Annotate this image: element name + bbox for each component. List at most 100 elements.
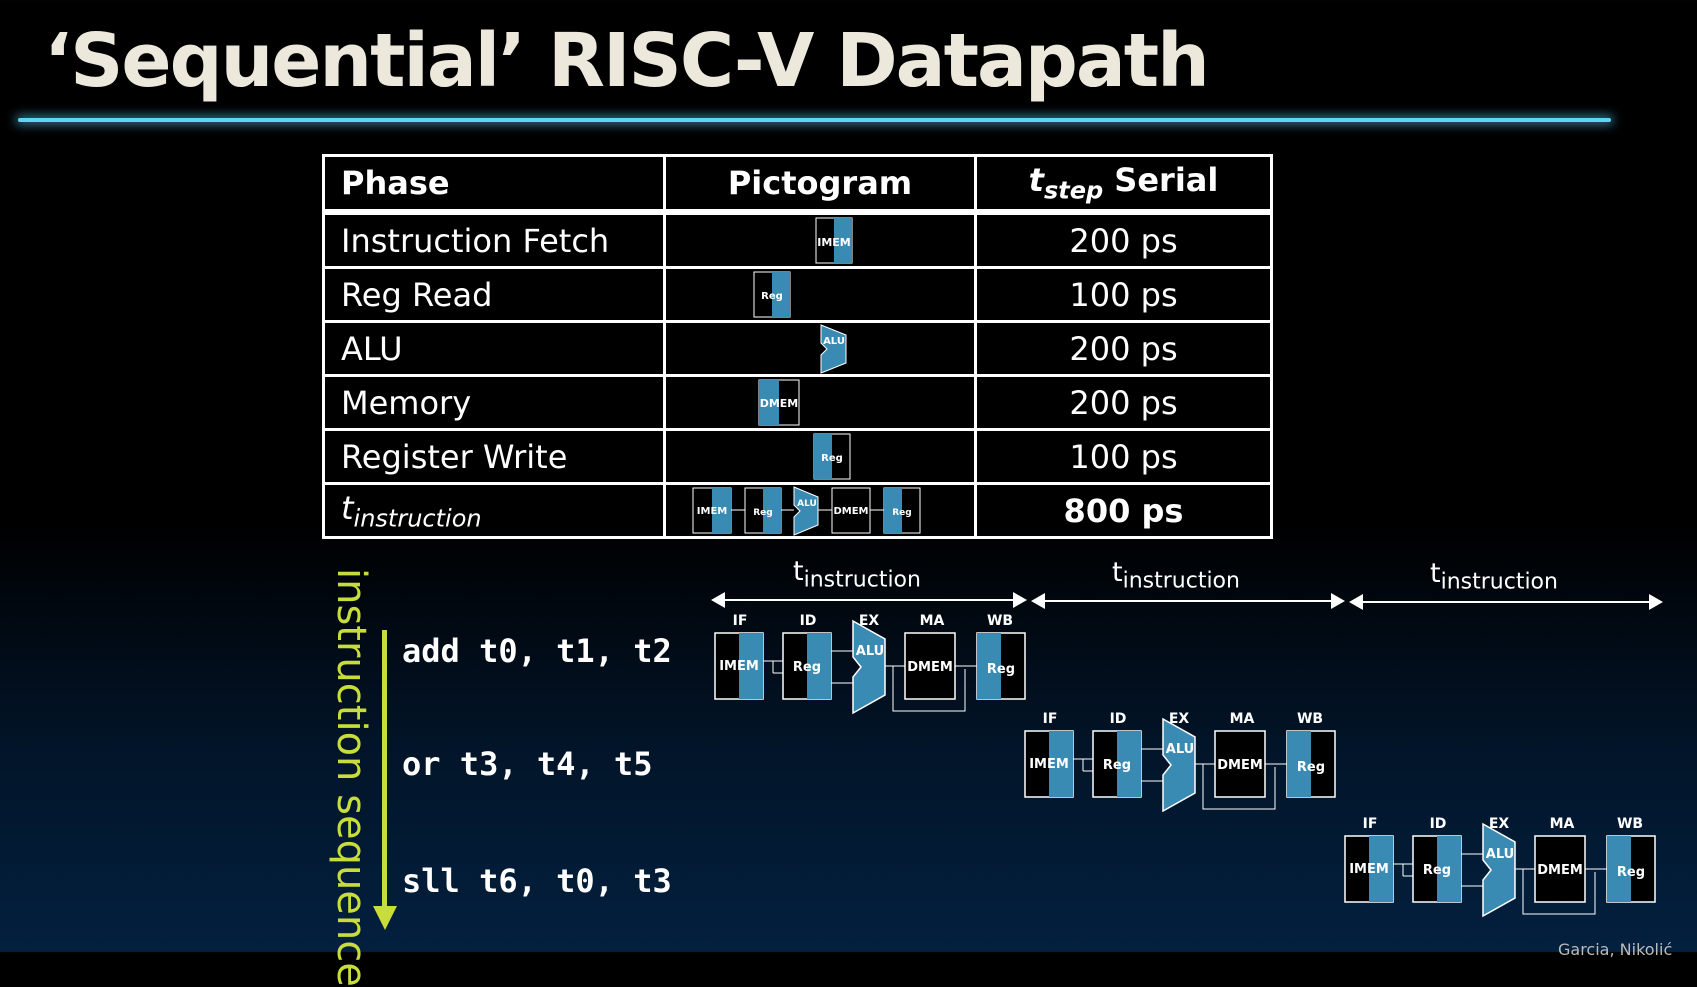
- wb-reg-block: [1286, 730, 1336, 798]
- dmem-block: [1534, 835, 1586, 903]
- dmem-label: DMEM: [760, 397, 799, 410]
- stage-label-id: ID: [1110, 711, 1127, 727]
- instruction-or: or t3, t4, t5: [402, 745, 653, 783]
- alu-label: ALU: [823, 336, 845, 347]
- header-pictogram: Pictogram: [663, 154, 977, 215]
- alu-block: [1162, 717, 1196, 813]
- stage-label-ex: EX: [1489, 816, 1510, 832]
- imem-block: [1024, 730, 1074, 798]
- imem-block-fill: [1369, 836, 1393, 902]
- reg-label: Reg: [1617, 865, 1645, 880]
- phase-table: Phase Pictogram tstep Serial Instruction…: [322, 154, 1273, 539]
- stage-label-ex: EX: [859, 613, 880, 629]
- imem-label: IMEM: [1349, 862, 1389, 877]
- reg-pictogram: Reg: [753, 271, 791, 318]
- reg-write-pictogram: Reg: [813, 433, 851, 480]
- alu-pictogram: ALU: [820, 324, 847, 374]
- timeline-arrow-1: [711, 592, 1027, 608]
- table-row: Memory DMEM 200 ps: [322, 374, 1273, 431]
- header-serial: Serial: [1103, 161, 1219, 200]
- reg-block-fill: [1437, 836, 1461, 902]
- imem-pictogram: IMEM: [815, 217, 853, 264]
- stage-label-id: ID: [800, 613, 817, 629]
- pictogram-cell: IMEM Reg ALU DMEM Reg: [663, 482, 977, 539]
- phase-cell: Instruction Fetch: [322, 210, 666, 269]
- reg-label: Reg: [821, 453, 843, 464]
- wb-reg-block-fill: [977, 633, 1001, 699]
- stage-label-wb: WB: [1297, 711, 1323, 727]
- reg-label: Reg: [761, 291, 783, 302]
- stage-label-ma: MA: [920, 613, 945, 629]
- dmem-label: DMEM: [1217, 758, 1263, 773]
- instruction-add: add t0, t1, t2: [402, 632, 672, 670]
- pictogram-cell: Reg: [663, 266, 977, 323]
- imem-label: IMEM: [719, 659, 759, 674]
- table-row: Instruction Fetch IMEM 200 ps: [322, 210, 1273, 269]
- total-time: 800 ps: [974, 482, 1273, 539]
- dmem-label: DMEM: [1537, 863, 1583, 878]
- table-row: Register Write Reg 100 ps: [322, 428, 1273, 485]
- imem-block-fill: [1049, 731, 1073, 797]
- table-row: ALU ALU 200 ps: [322, 320, 1273, 377]
- time-cell: 100 ps: [974, 428, 1273, 485]
- dmem-block: [1214, 730, 1266, 798]
- reg-label: Reg: [987, 662, 1015, 677]
- alu-label: ALU: [856, 644, 884, 659]
- reg-label: Reg: [1297, 760, 1325, 775]
- reg-label: Reg: [1423, 863, 1451, 878]
- t-sub: instruction: [1440, 569, 1558, 595]
- phase-cell: ALU: [322, 320, 666, 377]
- header-step-sub: step: [1043, 176, 1104, 205]
- credit-text: Garcia, Nikolić: [1558, 940, 1673, 959]
- dmem-label: DMEM: [907, 660, 953, 675]
- phase-cell: Register Write: [322, 428, 666, 485]
- t-label: t: [793, 556, 804, 587]
- wb-reg-block-fill: [1607, 836, 1631, 902]
- sequence-label: instruction sequence: [328, 568, 374, 987]
- reg-label: Reg: [793, 660, 821, 675]
- wire: [1202, 764, 1276, 810]
- header-phase: Phase: [322, 154, 666, 215]
- dmem-block: [904, 632, 956, 700]
- instruction-sll: sll t6, t0, t3: [402, 862, 672, 900]
- alu-label: ALU: [1166, 742, 1194, 757]
- reg-label: Reg: [753, 508, 772, 518]
- alu-label: ALU: [797, 499, 817, 509]
- wire: [892, 666, 966, 712]
- stage-label-if: IF: [1363, 816, 1378, 832]
- alu-block: [852, 619, 886, 715]
- imem-block: [1344, 835, 1394, 903]
- t-sub: instruction: [1122, 568, 1240, 594]
- total-t: t: [341, 488, 354, 527]
- time-cell: 200 ps: [974, 210, 1273, 269]
- stage-label-if: IF: [733, 613, 748, 629]
- imem-block: [714, 632, 764, 700]
- stage-label-wb: WB: [987, 613, 1013, 629]
- full-datapath-pictogram: IMEM Reg ALU DMEM Reg: [692, 486, 921, 536]
- timeline-label-1: tinstruction: [793, 556, 921, 592]
- pictogram-cell: Reg: [663, 428, 977, 485]
- reg-block: [782, 632, 832, 700]
- timeline-label-3: tinstruction: [1430, 558, 1558, 594]
- imem-label: IMEM: [697, 506, 728, 517]
- time-cell: 100 ps: [974, 266, 1273, 323]
- pictogram-cell: ALU: [663, 320, 977, 377]
- wire: [1522, 869, 1596, 915]
- page-title: ‘Sequential’ RISC-V Datapath: [44, 18, 1210, 104]
- t-label: t: [1430, 558, 1441, 589]
- t-label: t: [1112, 557, 1123, 588]
- header-tstep: tstep Serial: [974, 154, 1273, 215]
- stage-label-if: IF: [1043, 711, 1058, 727]
- stage-label-wb: WB: [1617, 816, 1643, 832]
- sequence-arrow-shaft: [382, 630, 387, 908]
- timeline-arrow-3: [1349, 594, 1663, 610]
- dmem-pictogram: DMEM: [758, 379, 800, 426]
- phase-cell: Memory: [322, 374, 666, 431]
- table-row: Reg Read Reg 100 ps: [322, 266, 1273, 323]
- reg-block: [1092, 730, 1142, 798]
- table-header-row: Phase Pictogram tstep Serial: [322, 154, 1273, 215]
- time-cell: 200 ps: [974, 374, 1273, 431]
- total-label: tinstruction: [322, 482, 666, 539]
- alu-block: [1482, 822, 1516, 918]
- pictogram-cell: IMEM: [663, 210, 977, 269]
